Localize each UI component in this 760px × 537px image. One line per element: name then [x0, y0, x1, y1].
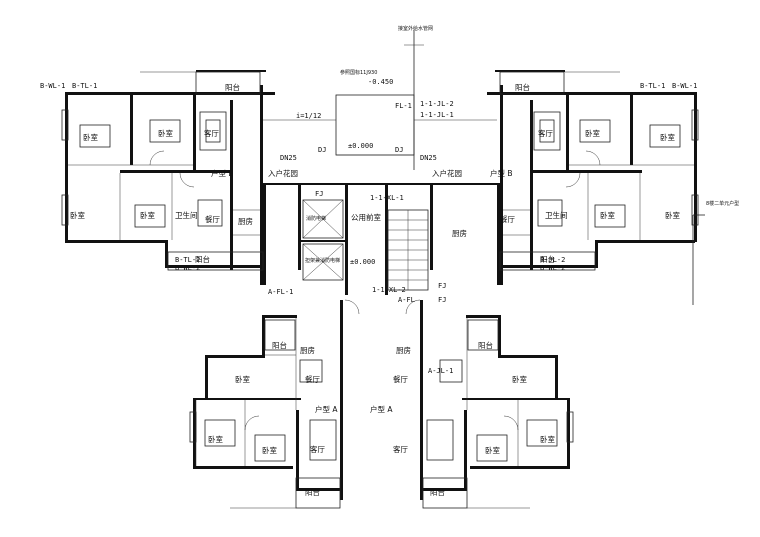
label-dining-a-l: 餐厅 — [305, 375, 320, 384]
tag-fj-b: FJ — [438, 296, 446, 304]
tag-b-wl-2-r: B-WL-2 — [540, 264, 565, 272]
tag-b-tl-2-l: B-TL-2 — [175, 256, 200, 264]
label-balcony-a-r: 阳台 — [478, 340, 493, 350]
label-entry-garden-l: 入户花园 — [268, 168, 298, 178]
tag-a-fl-1: A-FL-1 — [268, 288, 293, 296]
tag-1-1-jl-1: 1-1-JL-1 — [420, 111, 454, 119]
tag-1-1-jl-2: 1-1-JL-2 — [420, 100, 454, 108]
label-balcony-tr: 阳台 — [515, 82, 530, 92]
tag-dn25-l: DN25 — [280, 154, 297, 162]
tag-dj-r: DJ — [395, 146, 403, 154]
label-bath-rb: 卫生间 — [545, 210, 568, 220]
tag-b-tl-1-r: B-TL-1 — [640, 82, 665, 90]
tag-xl1: 1-1-XL-1 — [370, 194, 404, 202]
label-living-a-l: 客厅 — [310, 444, 325, 454]
label-bedroom-b1: 卧室 — [83, 132, 98, 142]
label-kitchen-b: 厨房 — [238, 216, 253, 226]
tag-xl2: 1-1-XL-2 — [372, 286, 406, 294]
label-balcony-a-lb: 阳台 — [305, 487, 320, 497]
furniture — [79, 111, 681, 462]
label-bedroom-b4: 卧室 — [70, 210, 85, 220]
tag-b-tl-1-l: B-TL-1 — [72, 82, 97, 90]
room-labels: 阳台 卧室 卧室 客厅 户型 B 卧室 卧室 卫生间 餐厅 厨房 入户花园 阳台… — [70, 82, 680, 497]
label-type-a-right: 户型 A — [370, 404, 393, 414]
label-bedroom-b3: 卧室 — [140, 210, 155, 220]
tag-dj-l: DJ — [318, 146, 326, 154]
tag-slope: i=1/12 — [296, 112, 321, 120]
tag-fl-1: FL-1 — [395, 102, 412, 110]
label-balcony-a-l: 阳台 — [272, 340, 287, 350]
label-balcony-tl: 阳台 — [225, 82, 240, 92]
label-stretcher-elevator: 担架兼消防电梯 — [305, 257, 340, 264]
tag-level-top: ±0.000 — [348, 142, 373, 150]
label-bedroom-a-r3: 卧室 — [485, 445, 500, 455]
tag-unit-note: 8楼二单元户型 — [706, 200, 739, 207]
tag-b-wl-1-r: B-WL-1 — [672, 82, 697, 90]
tag-dn25-r: DN25 — [420, 154, 437, 162]
label-type-b-left: 户型 B — [211, 168, 234, 178]
label-kitchen-a-r: 厨房 — [396, 345, 411, 355]
tag-a-jl-1: A-JL-1 — [428, 367, 453, 375]
label-bedroom-a-l1: 卧室 — [235, 374, 250, 384]
label-type-b-right: 户型 B — [490, 168, 513, 178]
label-living-rb: 客厅 — [538, 128, 553, 138]
tag-top-note: 接室外给水管网 — [398, 25, 433, 32]
label-dining-b: 餐厅 — [205, 215, 220, 224]
label-bath-b: 卫生间 — [175, 210, 198, 220]
label-public-hall: 公用前室 — [351, 212, 381, 222]
label-bedroom-a-r1: 卧室 — [512, 374, 527, 384]
tag-fj-a: FJ — [438, 282, 446, 290]
label-balcony-bl: 阳台 — [195, 254, 210, 264]
label-dining-a-r: 餐厅 — [393, 375, 408, 384]
detail-lines — [61, 30, 705, 509]
label-bedroom-rb4: 卧室 — [665, 210, 680, 220]
tag-b-wl-2-l: B-WL-2 — [175, 264, 200, 272]
tag-ref-note: 参照国标11J930 — [340, 69, 377, 76]
tag-a-fl: A-FL — [398, 296, 415, 304]
label-balcony-br: 阳台 — [540, 254, 555, 264]
label-bedroom-a-r2: 卧室 — [540, 434, 555, 444]
label-kitchen-rb: 厨房 — [452, 228, 467, 238]
label-bedroom-b2: 卧室 — [158, 128, 173, 138]
label-balcony-a-rb: 阳台 — [430, 487, 445, 497]
label-type-a-left: 户型 A — [315, 404, 338, 414]
label-bedroom-rb1: 卧室 — [660, 132, 675, 142]
label-entry-garden-r: 入户花园 — [432, 168, 462, 178]
label-bedroom-rb2: 卧室 — [585, 128, 600, 138]
walls — [65, 70, 697, 500]
label-bedroom-rb3: 卧室 — [600, 210, 615, 220]
label-living-b: 客厅 — [204, 128, 219, 138]
tag-fj-top: FJ — [315, 190, 323, 198]
label-dining-rb: 餐厅 — [500, 215, 515, 224]
label-living-a-r: 客厅 — [393, 444, 408, 454]
tag-b-jl-2-r: B-JL-2 — [540, 256, 565, 264]
pipe-tags: B-WL-1 B-TL-1 B-TL-1 B-WL-1 B-TL-2 B-WL-… — [40, 25, 739, 375]
label-fire-elevator: 消防电梯 — [306, 215, 326, 222]
label-kitchen-a-l: 厨房 — [300, 345, 315, 355]
tag-level-neg: -0.450 — [368, 78, 393, 86]
tag-b-wl-1-l: B-WL-1 — [40, 82, 65, 90]
label-bedroom-a-l3: 卧室 — [262, 445, 277, 455]
label-bedroom-a-l2: 卧室 — [208, 434, 223, 444]
tag-level-core: ±0.000 — [350, 258, 375, 266]
